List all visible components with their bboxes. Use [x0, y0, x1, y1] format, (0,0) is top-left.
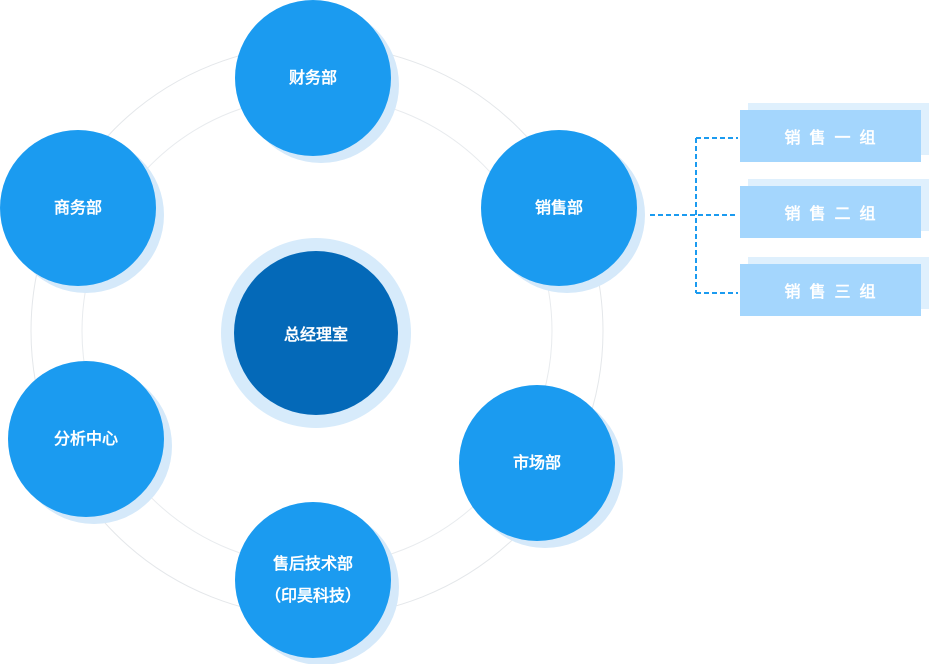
dept-sales[interactable]: 销售部 [481, 130, 637, 286]
sales-group-3-label: 销售三组 [784, 282, 885, 301]
dept-marketing-label: 市场部 [512, 453, 561, 472]
dept-sales-label: 销售部 [534, 198, 583, 217]
dept-finance-label: 财务部 [288, 68, 337, 87]
dept-marketing[interactable]: 市场部 [459, 385, 615, 541]
dept-after-sales-label: 售后技术部 [272, 554, 353, 573]
dept-analysis-label: 分析中心 [53, 429, 118, 448]
dept-analysis[interactable]: 分析中心 [8, 361, 164, 517]
center-label: 总经理室 [283, 325, 348, 344]
dept-commerce[interactable]: 商务部 [0, 130, 156, 286]
sales-group-2[interactable]: 销售二组 [740, 186, 921, 238]
center-general-manager[interactable]: 总经理室 [234, 251, 398, 415]
dept-after-sales[interactable]: 售后技术部 （印昊科技） [235, 502, 391, 658]
dept-after-sales-sublabel: （印昊科技） [264, 586, 361, 605]
sales-group-1[interactable]: 销售一组 [740, 110, 921, 162]
dept-finance[interactable]: 财务部 [235, 0, 391, 156]
sales-group-3[interactable]: 销售三组 [740, 264, 921, 316]
sales-group-2-label: 销售二组 [784, 204, 885, 223]
sales-group-1-label: 销售一组 [784, 128, 885, 147]
dept-commerce-label: 商务部 [53, 198, 102, 217]
sales-connector [650, 137, 738, 294]
